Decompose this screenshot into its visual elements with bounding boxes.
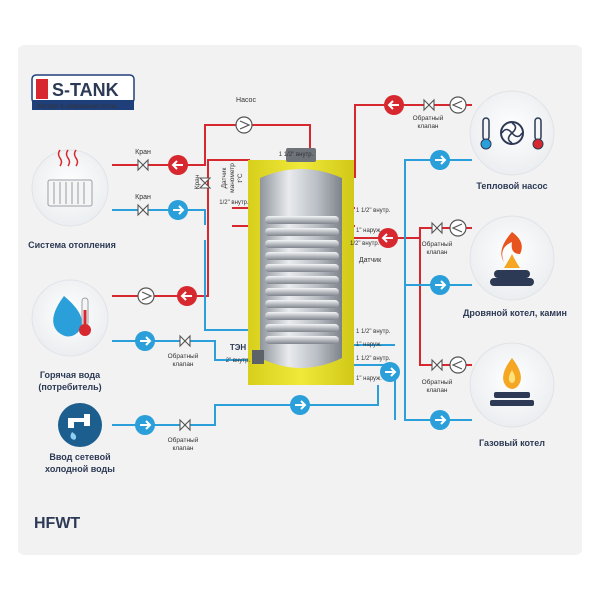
label-check-4a: Обратный	[422, 240, 453, 248]
label-wood-boiler: Дровяной котел, камин	[463, 308, 567, 318]
label-pump: Насос	[236, 97, 256, 104]
arrow-blue-1	[168, 200, 188, 220]
port-1: 1 1/2" внутр.	[279, 152, 314, 158]
label-check-3a: Обратный	[413, 114, 444, 122]
arrow-blue-4	[290, 395, 310, 415]
label-cold-water-1: Ввод сетевой	[49, 452, 110, 462]
label-check-5a: Обратный	[422, 378, 453, 386]
valve-heating-cold	[137, 203, 149, 217]
source-wood-boiler	[469, 215, 555, 301]
label-thermo-3: t°С	[236, 173, 244, 182]
source-heat-pump	[469, 90, 555, 176]
label-gas-boiler: Газовый котел	[479, 438, 545, 448]
storage-tank	[248, 148, 354, 385]
source-cold-water	[58, 403, 102, 447]
valves	[137, 98, 443, 432]
label-heat-pump: Тепловой насос	[476, 181, 547, 191]
label-hot-water-2: (потребитель)	[38, 382, 101, 392]
arrow-blue-3	[135, 415, 155, 435]
label-check-1b: клапан	[172, 361, 193, 368]
pump-wood	[449, 219, 467, 237]
arrow-red-2	[177, 286, 197, 306]
label-check-5b: клапан	[426, 387, 447, 394]
label-check-1a: Обратный	[168, 352, 199, 360]
pump-hot-water	[137, 287, 155, 305]
label-sensor: Датчик	[359, 257, 382, 264]
label-thermo-1: Датчик	[221, 167, 228, 188]
port-10: 2" внутр.	[226, 358, 251, 364]
port-11: 1" наруж.	[356, 376, 382, 382]
valve-vertical	[198, 177, 212, 189]
arrow-red-1	[168, 155, 188, 175]
labels: Система отопления Горячая вода (потребит…	[28, 97, 567, 532]
arrow-red-3	[384, 95, 404, 115]
port-9: ТЭН	[230, 343, 247, 352]
label-heating: Система отопления	[28, 240, 116, 250]
valve-gas	[431, 358, 443, 372]
port-6: 1 1/2" внутр.	[356, 329, 391, 335]
tank-top-port	[286, 148, 316, 162]
label-kran-vertical: Кран	[194, 174, 201, 189]
heat-exchanger-coil	[265, 216, 339, 344]
arrow-blue-8	[430, 410, 450, 430]
label-check-4b: клапан	[426, 249, 447, 256]
port-7: 1" наруж.	[356, 342, 382, 348]
valve-heating-hot	[137, 158, 149, 172]
label-check-2b: клапан	[172, 445, 193, 452]
pump-gas	[449, 356, 467, 374]
port-2: 1/2" внутр.	[219, 200, 249, 206]
arrow-blue-2	[135, 331, 155, 351]
model-name: HFWT	[34, 515, 80, 532]
valve-heat-pump	[423, 98, 435, 112]
arrow-red-4	[378, 228, 398, 248]
port-4: 1" наруж.	[356, 228, 382, 234]
port-3: 1 1/2" внутр.	[356, 208, 391, 214]
port-5: 1/2" внутр.	[350, 241, 380, 247]
flow-arrows	[135, 95, 450, 435]
source-hot-water	[31, 279, 109, 357]
arrow-blue-5	[380, 362, 400, 382]
arrow-blue-7	[430, 275, 450, 295]
pumps	[137, 96, 467, 374]
pump-heating	[235, 116, 253, 134]
label-cold-water-2: холодной воды	[45, 464, 115, 474]
valve-wood	[431, 221, 443, 235]
source-radiator	[31, 149, 109, 227]
heating-element	[252, 350, 264, 364]
logo-tagline: Эксперт в сбережении тепла	[36, 104, 117, 110]
label-check-2a: Обратный	[168, 436, 199, 444]
arrow-blue-6	[430, 150, 450, 170]
label-kran-2: Кран	[135, 194, 151, 201]
check-valve-cold-water	[179, 418, 191, 432]
source-gas-boiler	[469, 342, 555, 428]
check-valve-hot-water	[179, 334, 191, 348]
label-thermo-2: манометр	[229, 163, 236, 193]
label-check-3b: клапан	[417, 123, 438, 130]
logo: S-TANK Эксперт в сбережении тепла	[31, 74, 135, 110]
label-kran-1: Кран	[135, 149, 151, 156]
port-8: 1 1/2" внутр.	[356, 356, 391, 362]
pump-heat-pump	[449, 96, 467, 114]
logo-brand: S-TANK	[52, 80, 119, 100]
label-hot-water-1: Горячая вода	[40, 370, 101, 380]
